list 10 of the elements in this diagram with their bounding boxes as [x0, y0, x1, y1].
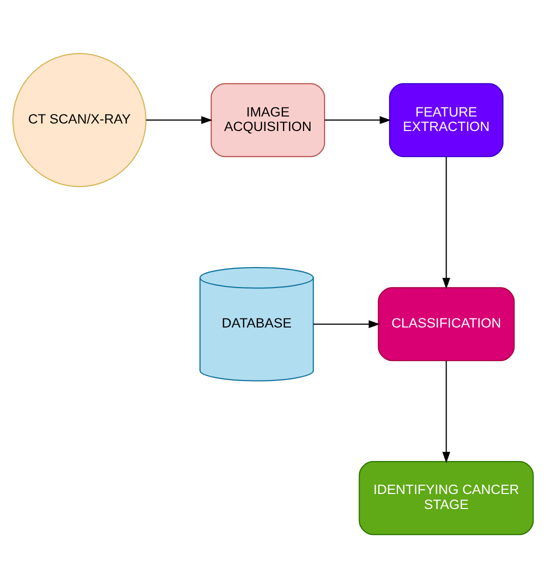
node-box: IMAGE ACQUISITION [210, 82, 326, 157]
node-box: CLASSIFICATION [378, 286, 515, 361]
arrow [146, 116, 212, 124]
arrow [442, 156, 450, 289]
arrow [442, 360, 450, 463]
arrow [313, 320, 380, 328]
arrow [324, 116, 391, 124]
node-box: FEATURE EXTRACTION [389, 82, 504, 157]
node-box: IDENTIFYING CANCER STAGE [358, 460, 534, 535]
node-circle: CT SCAN/X-RAY [12, 52, 146, 187]
